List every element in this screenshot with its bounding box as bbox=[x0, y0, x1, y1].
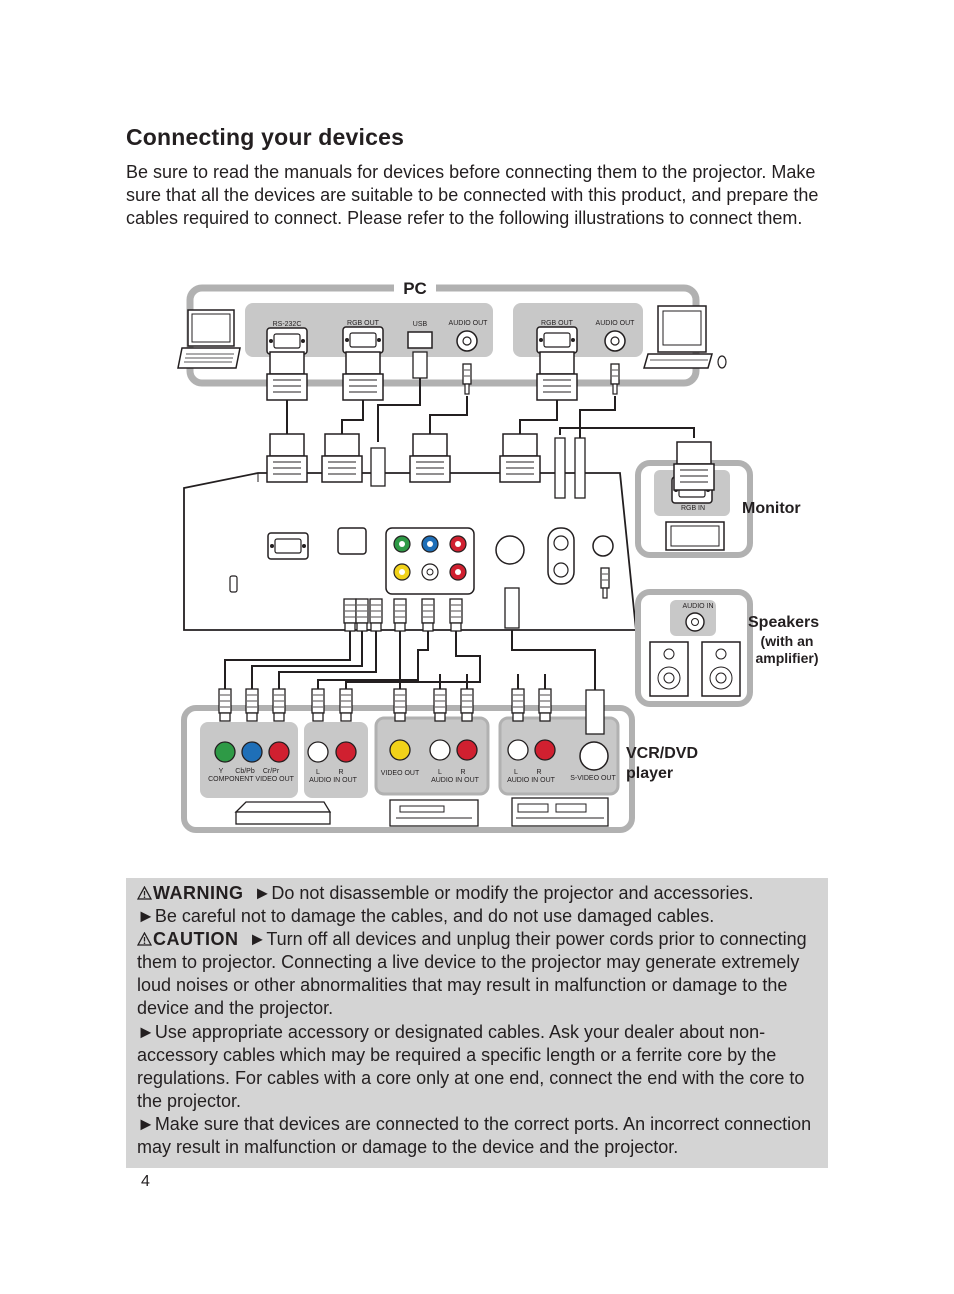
speakers-group: AUDIO IN Speakers (with an amplifier) bbox=[635, 589, 819, 707]
monitor-port-label: RGB IN bbox=[681, 505, 705, 512]
caution-text-1: ►Turn off all devices and unplug their p… bbox=[137, 929, 807, 1019]
rs232c-port-label: RS-232C bbox=[273, 321, 302, 328]
caution-triangle-icon bbox=[137, 932, 152, 946]
caution-label: CAUTION bbox=[153, 929, 239, 950]
audio-out-2-label: AUDIO OUT bbox=[596, 320, 636, 327]
usb-port-label: USB bbox=[413, 321, 428, 328]
projector-panel bbox=[183, 433, 637, 632]
vcr-audio-3-label: AUDIO IN OUT bbox=[507, 777, 556, 784]
vcr-icon bbox=[389, 799, 479, 827]
dvd-player-icon bbox=[234, 801, 332, 825]
vcr-cr-label: Cr/Pr bbox=[263, 768, 280, 775]
vcr-r3-label: R bbox=[536, 769, 541, 776]
vcr-label-line-1: VCR/DVD bbox=[626, 745, 698, 762]
connection-diagram: PC RS-232C RGB OUT USB AUDIO OUT RGB OUT… bbox=[177, 276, 819, 833]
vcr-component-label: COMPONENT VIDEO OUT bbox=[208, 776, 295, 783]
pc-label: PC bbox=[403, 279, 427, 298]
caution-text-2: ►Use appropriate accessory or designated… bbox=[137, 1021, 805, 1111]
speaker-left-icon bbox=[649, 641, 689, 697]
projector-usb-port bbox=[337, 527, 367, 555]
pc-side-plugs bbox=[266, 351, 620, 401]
warning-label: WARNING bbox=[153, 883, 244, 903]
warning-text-1: ►Do not disassemble or modify the projec… bbox=[253, 883, 754, 903]
vcr-l2-label: L bbox=[438, 769, 442, 776]
vcr-s-video-label: S-VIDEO OUT bbox=[570, 775, 616, 782]
rgb-out-1-port bbox=[342, 326, 384, 354]
page-title: Connecting your devices bbox=[126, 124, 405, 150]
speakers-note-line-1: (with an bbox=[761, 633, 814, 649]
vcr-audio-2-label: AUDIO IN OUT bbox=[431, 777, 480, 784]
vcr-video-out-label: VIDEO OUT bbox=[381, 770, 420, 777]
vcr-l1-label: L bbox=[316, 769, 320, 776]
speakers-note-line-2: amplifier) bbox=[755, 650, 818, 666]
speakers-label: Speakers bbox=[748, 614, 819, 631]
intro-text: Be sure to read the manuals for devices … bbox=[126, 162, 819, 228]
av-deck-icon bbox=[511, 797, 609, 827]
rgb-out-1-label: RGB OUT bbox=[347, 320, 380, 327]
speaker-port-label: AUDIO IN bbox=[682, 603, 713, 610]
vcr-cb-label: Cb/Pb bbox=[235, 768, 255, 775]
projector-control-port bbox=[267, 532, 309, 560]
rgb-out-2-port bbox=[536, 326, 578, 354]
warning-triangle-icon bbox=[137, 886, 152, 900]
laptop-icon bbox=[177, 309, 241, 369]
caution-line-1: CAUTION ►Turn off all devices and unplug… bbox=[137, 928, 827, 1020]
vcr-dvd-group: Y Cb/Pb Cr/Pr COMPONENT VIDEO OUT L R AU… bbox=[181, 688, 698, 833]
desktop-pc-icon bbox=[643, 305, 727, 369]
rs232c-port bbox=[266, 327, 308, 355]
usb-port bbox=[407, 331, 433, 349]
caution-text-3: ►Make sure that devices are connected to… bbox=[137, 1113, 812, 1158]
monitor-label: Monitor bbox=[742, 500, 801, 517]
pc-group: PC RS-232C RGB OUT USB AUDIO OUT RGB OUT… bbox=[177, 276, 727, 387]
page-number: 4 bbox=[141, 1173, 150, 1190]
vcr-r1-label: R bbox=[338, 769, 343, 776]
warning-line-1: WARNING ►Do not disassemble or modify th… bbox=[137, 882, 827, 905]
vcr-l3-label: L bbox=[514, 769, 518, 776]
warning-box: WARNING ►Do not disassemble or modify th… bbox=[126, 878, 828, 1168]
projector-audio-out-jack bbox=[592, 535, 614, 557]
vcr-r2-label: R bbox=[460, 769, 465, 776]
monitor-group: RGB IN Monitor bbox=[635, 441, 801, 558]
warning-text-2: ►Be careful not to damage the cables, an… bbox=[137, 906, 715, 927]
vcr-label-line-2: player bbox=[626, 765, 673, 782]
speaker-right-icon bbox=[701, 641, 741, 697]
vcr-y-label: Y bbox=[219, 768, 224, 775]
audio-out-1-label: AUDIO OUT bbox=[449, 320, 489, 327]
s-video-jack bbox=[495, 535, 525, 565]
vcr-audio-1-label: AUDIO IN OUT bbox=[309, 777, 358, 784]
intro-paragraph: Be sure to read the manuals for devices … bbox=[126, 161, 846, 230]
cables bbox=[224, 378, 695, 690]
rgb-out-2-label: RGB OUT bbox=[541, 320, 574, 327]
